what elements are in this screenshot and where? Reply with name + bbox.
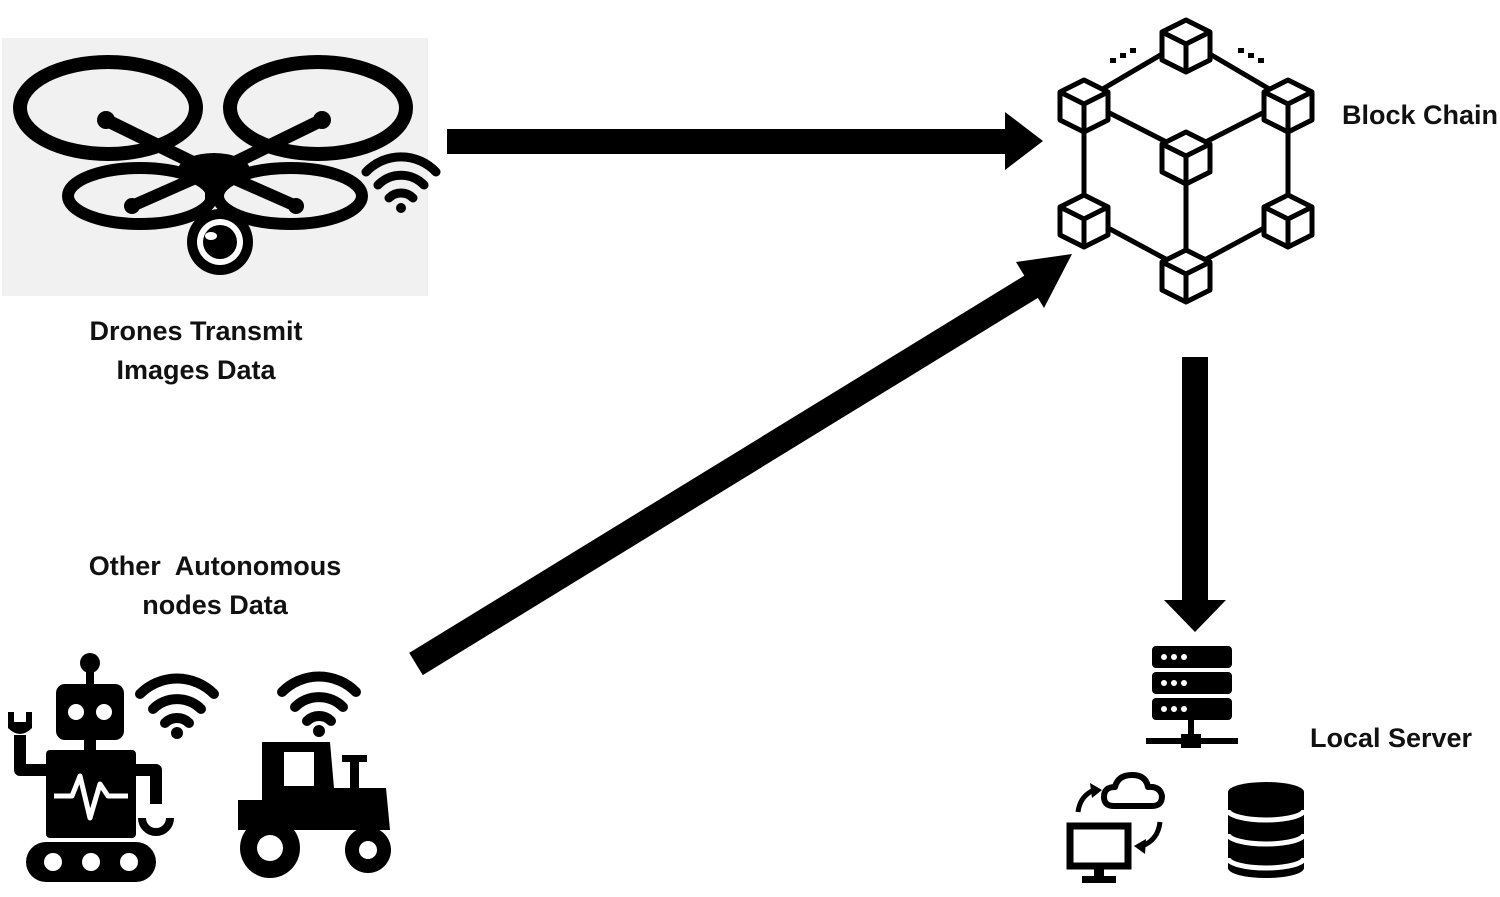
drones-label-line-1: Drones Transmit	[89, 316, 303, 346]
blockchain-network-icon	[1060, 20, 1312, 302]
server-rack-icon	[1146, 646, 1238, 748]
arrow-autonomous-to-blockchain	[409, 254, 1072, 676]
arrow-blockchain-to-server	[1164, 357, 1226, 632]
database-icon	[1225, 782, 1307, 878]
server-label-text: Local Server	[1309, 723, 1473, 753]
arrow-drones-to-blockchain	[447, 112, 1043, 170]
wifi-icon	[135, 673, 219, 739]
blockchain-label-text: Block Chain	[1341, 100, 1499, 130]
tractor-icon	[238, 742, 391, 878]
drone-group	[2, 38, 441, 296]
blockchain-label: Block Chain	[1340, 96, 1500, 135]
drone-icon	[13, 55, 413, 275]
cloud-sync-computer-icon	[1066, 772, 1165, 883]
server-label: Local Server	[1306, 719, 1476, 758]
drones-label: Drones Transmit Images Data	[58, 312, 334, 390]
drones-label-line-2: Images Data	[116, 355, 276, 385]
autonomous-label-line-1: Other Autonomous	[88, 551, 342, 581]
autonomous-label: Other Autonomous nodes Data	[60, 547, 370, 625]
autonomous-label-line-2: nodes Data	[142, 590, 288, 620]
wifi-icon	[361, 152, 441, 213]
wifi-icon	[277, 671, 361, 737]
robot-icon	[8, 653, 174, 882]
